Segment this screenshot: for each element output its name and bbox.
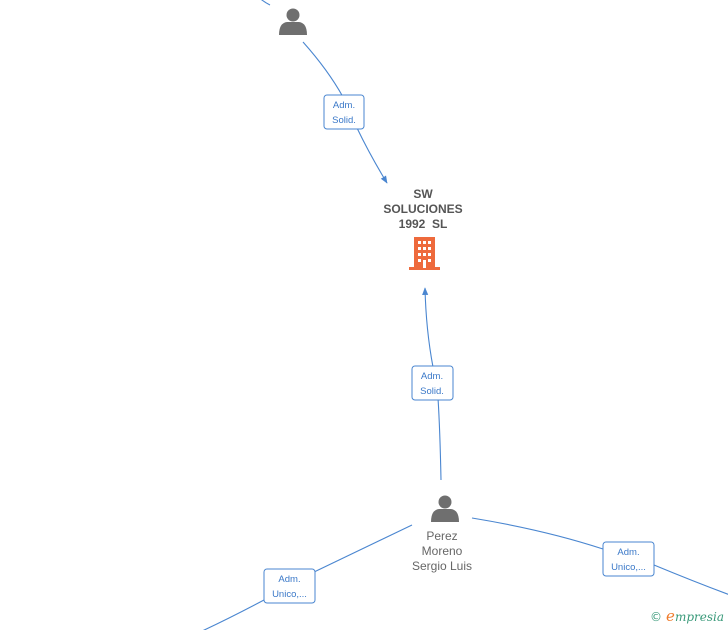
svg-text:Solid.: Solid. [332,115,356,126]
edge-top-upper [261,0,271,6]
svg-text:Adm.: Adm. [421,371,443,382]
edge-label-right[interactable]: Adm. Unico,... [602,541,655,577]
edge-label-top[interactable]: Adm. Solid. [323,94,365,130]
edge-label-middle[interactable]: Adm. Solid. [411,365,454,401]
edge-right [471,517,604,550]
svg-text:Adm.: Adm. [278,574,300,585]
company-name-line-2: SOLUCIONES [383,202,463,216]
building-icon[interactable] [409,237,440,270]
brand-watermark: ©empresia [650,607,724,625]
edge-right-lower [653,564,728,595]
edge-top-person-to-company-lower [356,127,388,184]
brand-logo-text: mpresia [674,610,724,624]
edge-left [311,524,413,574]
person-name-line-2: Moreno [421,544,463,558]
svg-text:Adm.: Adm. [333,100,355,111]
edge-main-person-to-company [437,397,442,481]
svg-text:Unico,...: Unico,... [272,589,307,600]
svg-text:Adm.: Adm. [617,547,639,558]
person-name[interactable]: Perez Moreno Sergio Luis [397,529,487,574]
company-name-line-3: 1992 SL [398,217,448,231]
edge-top-person-to-company [302,41,344,98]
person-name-line-1: Perez [426,529,458,543]
copyright-icon: © [650,610,663,624]
person-icon-top[interactable] [279,8,307,36]
person-icon-main[interactable] [431,495,459,523]
svg-text:Solid.: Solid. [420,386,444,397]
edge-label-left[interactable]: Adm. Unico,... [263,568,316,604]
person-name-line-3: Sergio Luis [411,559,473,573]
svg-text:Unico,...: Unico,... [611,562,646,573]
edge-left-lower [202,599,265,630]
company-name[interactable]: SW SOLUCIONES 1992 SL [372,187,474,232]
brand-logo-e: e [666,607,675,625]
edge-main-person-to-company-upper [422,287,434,368]
company-name-line-1: SW [413,187,433,201]
